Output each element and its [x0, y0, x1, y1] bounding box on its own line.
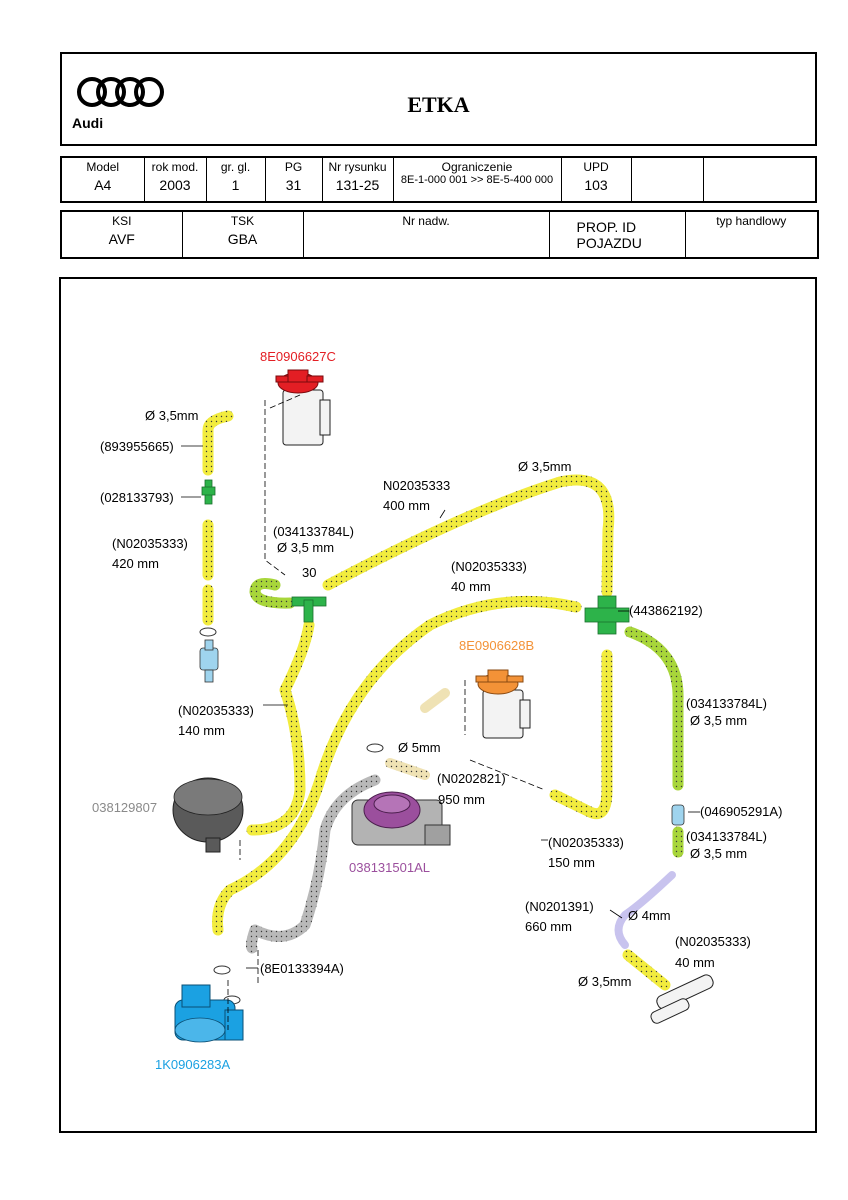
label-046905291a: (046905291A) [700, 804, 782, 819]
audi-rings-logo [77, 77, 164, 107]
cell-typ-handlowy: typ handlowy [684, 210, 819, 259]
red-valve-8e0906627c [275, 369, 331, 446]
cell-nr-nadw: Nr nadw. [302, 210, 550, 259]
label-d5: Ø 5mm [398, 740, 441, 755]
cell-rok-mod: rok mod.2003 [143, 156, 207, 203]
logo-text: Audi [72, 115, 104, 131]
cell-empty-2 [702, 156, 817, 203]
diagram-frame [59, 277, 817, 1133]
label-d35-bottom: Ø 3,5mm [578, 974, 631, 989]
label-443862192: (443862192) [629, 603, 703, 618]
clip-icon [199, 627, 384, 1005]
label-n0202821: (N0202821) [437, 771, 506, 786]
label-n40b-a: (N02035333) [675, 934, 751, 949]
label-d4: Ø 4mm [628, 908, 671, 923]
label-n140-b: 140 mm [178, 723, 225, 738]
filter-left-icon [199, 639, 219, 683]
vacuum-reservoir-038129807 [172, 777, 244, 853]
label-part-gray: 038129807 [92, 800, 157, 815]
label-part-red: 8E0906627C [260, 349, 336, 364]
hose-400mm [322, 474, 615, 598]
label-n40-a: (N02035333) [451, 559, 527, 574]
cross-piece-443862192 [584, 595, 630, 635]
label-n150-b: 150 mm [548, 855, 595, 870]
connector-028133793 [201, 479, 216, 505]
label-30: 30 [302, 565, 316, 580]
orange-valve-8e0906628b [475, 669, 531, 739]
label-part-purple: 038131501AL [349, 860, 430, 875]
label-n0201391: (N0201391) [525, 899, 594, 914]
label-part-blue: 1K0906283A [155, 1057, 231, 1072]
cell-prop-id: PROP. ID POJAZDU [548, 210, 686, 259]
label-034-b: Ø 3,5 mm [277, 540, 334, 555]
header-box: Audi ETKA [60, 52, 817, 146]
hose-660mm [614, 871, 676, 949]
egr-valve-038131501al [351, 791, 451, 846]
hose-150mm [549, 649, 613, 820]
label-034r-a: (034133784L) [686, 696, 767, 711]
cell-gr-gl: gr. gl.1 [205, 156, 266, 203]
label-8e0133394a: (8E0133394A) [260, 961, 344, 976]
intake-pipe-icon [650, 974, 714, 1024]
label-n400-b: 400 mm [383, 498, 430, 513]
label-n420-b: 420 mm [112, 556, 159, 571]
label-660: 660 mm [525, 919, 572, 934]
label-034r2-a: (034133784L) [686, 829, 767, 844]
label-034r-b: Ø 3,5 mm [690, 713, 747, 728]
label-n40-b: 40 mm [451, 579, 491, 594]
label-d35-right: Ø 3,5mm [518, 459, 571, 474]
label-n40b-b: 40 mm [675, 955, 715, 970]
label-d35-top: Ø 3,5mm [145, 408, 198, 423]
page-title: ETKA [407, 92, 470, 117]
label-893955665: (893955665) [100, 439, 174, 454]
label-part-orange: 8E0906628B [459, 638, 534, 653]
check-valve-046905291a [671, 804, 685, 826]
blue-valve-1k0906283a [174, 984, 244, 1043]
label-034r2-b: Ø 3,5 mm [690, 846, 747, 861]
label-n400-a: N02035333 [383, 478, 450, 493]
label-950: 950 mm [438, 792, 485, 807]
label-034-a: (034133784L) [273, 524, 354, 539]
label-028133793: (028133793) [100, 490, 174, 505]
t-piece-30 [291, 596, 327, 623]
label-n150-a: (N02035333) [548, 835, 624, 850]
hose-beige-short [420, 688, 450, 713]
label-n420-a: (N02035333) [112, 536, 188, 551]
label-n140-a: (N02035333) [178, 703, 254, 718]
